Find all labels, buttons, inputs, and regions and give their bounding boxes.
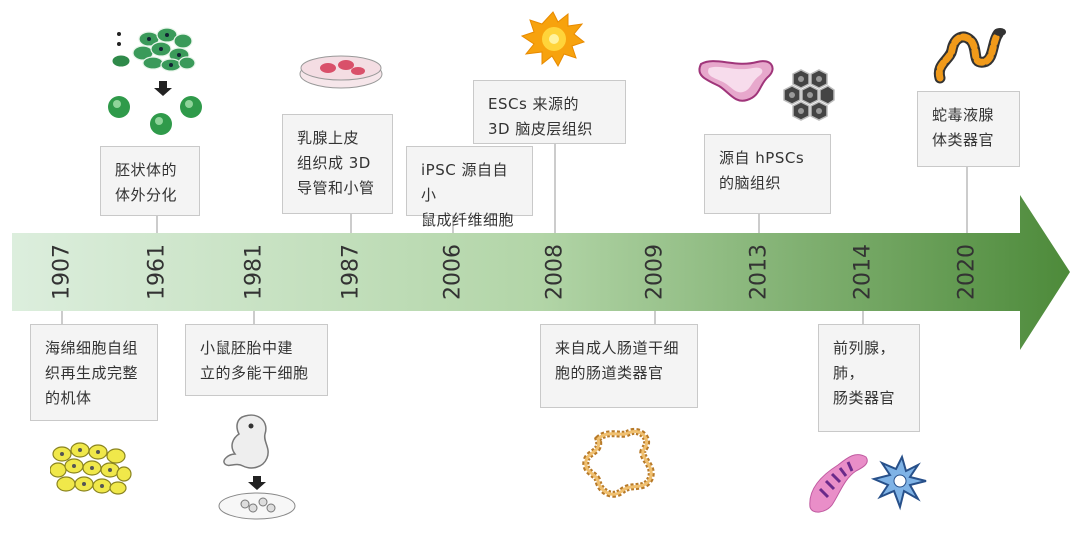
event-box-2020: 蛇毒液腺 体类器官 (917, 91, 1020, 167)
event-box-2006: iPSC 源自自小 鼠成纤维细胞 (406, 146, 533, 229)
snake-icon (933, 28, 1006, 84)
intestinal-organoid-icon (582, 428, 655, 498)
event-box-1981: 小鼠胚胎中建 立的多能干细胞 (185, 324, 328, 396)
event-box-2008: ESCs 来源的 3D 脑皮层组织 (473, 80, 626, 144)
year-label-2014: 2014 (850, 244, 876, 300)
year-label-2013: 2013 (746, 244, 772, 300)
year-label-2008: 2008 (542, 244, 568, 300)
event-label-2008: ESCs 来源的 3D 脑皮层组织 (488, 95, 593, 138)
event-label-1981: 小鼠胚胎中建 立的多能干细胞 (200, 339, 309, 382)
event-label-1961: 胚状体的 体外分化 (115, 161, 178, 204)
year-label-2009: 2009 (642, 244, 668, 300)
prostate-lung-organoid-icon (809, 454, 927, 513)
event-label-1907: 海绵细胞自组 织再生成完整 的机体 (45, 339, 139, 407)
year-label-2006: 2006 (440, 244, 466, 300)
event-label-2009: 来自成人肠道干细 胞的肠道类器官 (555, 339, 680, 382)
year-label-1981: 1981 (241, 244, 267, 300)
event-box-1961: 胚状体的 体外分化 (100, 146, 200, 216)
event-label-2006: iPSC 源自自小 鼠成纤维细胞 (421, 161, 515, 229)
year-label-1907: 1907 (49, 244, 75, 300)
connector-lines (61, 144, 968, 324)
event-box-1907: 海绵细胞自组 织再生成完整 的机体 (30, 324, 158, 421)
embryo-to-dish-icon (218, 414, 296, 520)
event-label-2020: 蛇毒液腺 体类器官 (932, 106, 995, 149)
yellow-cells-icon (50, 442, 132, 495)
orange-cortex-icon (520, 11, 586, 68)
event-box-1987: 乳腺上皮 组织成 3D 导管和小管 (282, 114, 393, 214)
event-label-1987: 乳腺上皮 组织成 3D 导管和小管 (297, 129, 375, 197)
brain-tissue-hexagon-icon (698, 60, 835, 121)
petri-dish-icon (299, 55, 383, 89)
year-label-1961: 1961 (144, 244, 170, 300)
event-box-2013: 源自 hPSCs 的脑组织 (704, 134, 831, 214)
year-label-2020: 2020 (954, 244, 980, 300)
green-cells-differentiation-icon (108, 27, 202, 135)
event-label-2014: 前列腺， 肺， 肠类器官 (833, 339, 896, 407)
event-box-2009: 来自成人肠道干细 胞的肠道类器官 (540, 324, 698, 408)
timeline-arrow-body (12, 195, 1070, 350)
event-box-2014: 前列腺， 肺， 肠类器官 (818, 324, 920, 432)
event-label-2013: 源自 hPSCs 的脑组织 (719, 149, 805, 192)
year-label-1987: 1987 (338, 244, 364, 300)
